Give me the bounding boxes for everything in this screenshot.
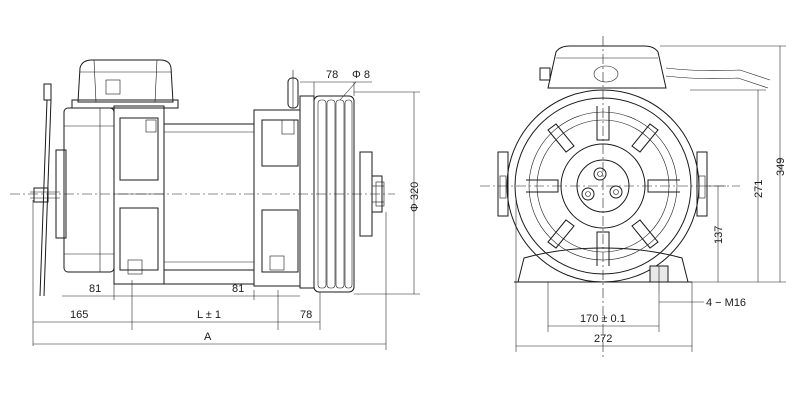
brake-lever (30, 83, 60, 297)
dim-271: 271 (753, 180, 765, 198)
front-hub (560, 143, 646, 229)
dim-81-left: 81 (89, 283, 101, 295)
dim-272: 272 (594, 333, 612, 345)
dim-349: 349 (775, 158, 787, 176)
dim-78-bottom: 78 (300, 309, 312, 321)
brake-housing (55, 107, 115, 273)
dim-78-top: 78 (326, 69, 338, 81)
side-view: 78 Φ 8 Φ 320 81 81 165 L ± 1 78 A (10, 59, 421, 350)
dim-170: 170 ± 0.1 (580, 313, 626, 325)
front-view: 349 271 137 4 − M16 170 ± 0.1 272 (480, 36, 787, 360)
traction-sheave (313, 95, 355, 293)
dim-bolts: 4 − M16 (706, 297, 746, 309)
front-spokes (526, 106, 680, 266)
dim-phi8: Φ 8 (352, 69, 370, 81)
motor-flange-right (253, 95, 315, 289)
dim-A: A (204, 331, 212, 343)
lifting-eye (287, 70, 299, 109)
dim-165: 165 (70, 309, 88, 321)
front-terminal-box (539, 45, 771, 89)
dim-137: 137 (713, 226, 725, 244)
motor-body (163, 123, 255, 285)
front-base (514, 247, 692, 292)
terminal-box (71, 59, 179, 109)
dim-phi320: Φ 320 (409, 182, 421, 212)
dim-L: L ± 1 (197, 309, 221, 321)
encoder (359, 151, 385, 237)
motor-flange-left (113, 105, 165, 285)
dim-81-right: 81 (232, 283, 244, 295)
